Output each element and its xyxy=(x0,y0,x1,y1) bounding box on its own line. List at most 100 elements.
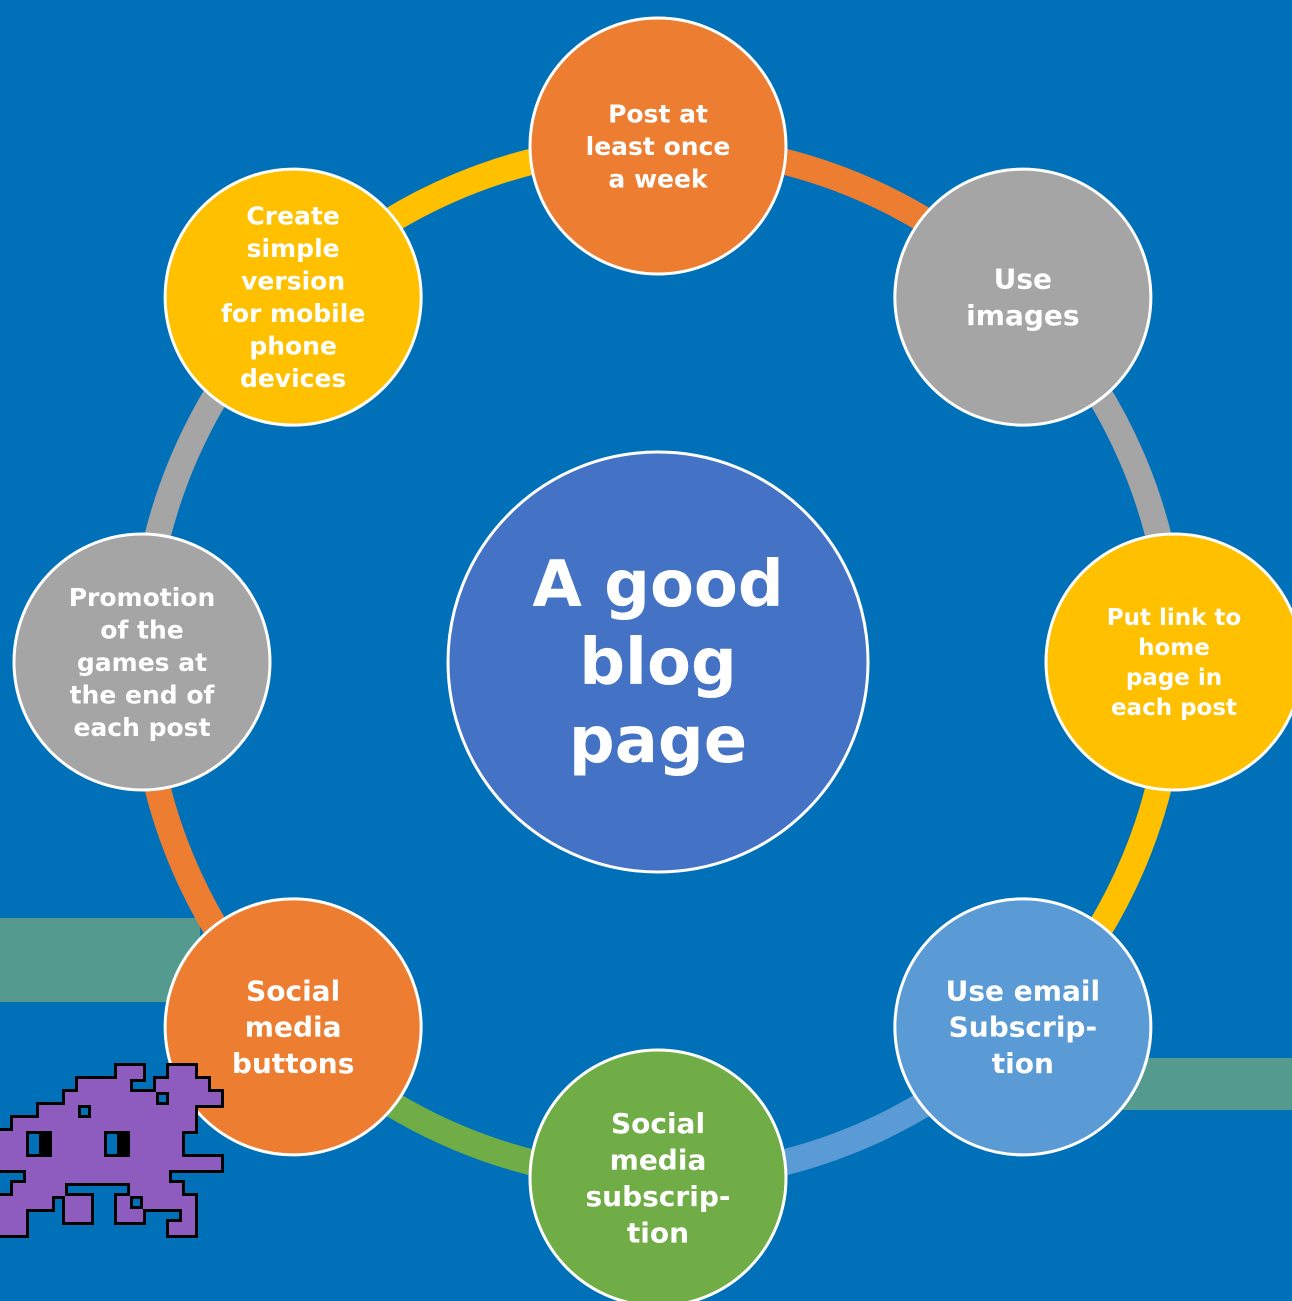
center-circle xyxy=(446,450,870,874)
alien-pixel xyxy=(143,1131,156,1144)
alien-eye xyxy=(117,1131,130,1157)
alien-pixel xyxy=(169,1118,182,1131)
alien-pixel xyxy=(104,1092,117,1105)
alien-pixel xyxy=(169,1131,182,1144)
alien-pixel xyxy=(156,1170,169,1183)
alien-pixel xyxy=(169,1092,182,1105)
alien-pixel xyxy=(143,1170,156,1183)
alien-pixel xyxy=(117,1209,130,1222)
alien-pixel xyxy=(130,1118,143,1131)
node-circle xyxy=(163,167,423,427)
alien-pixel xyxy=(52,1183,65,1196)
node-circle xyxy=(893,897,1153,1157)
alien-pixel xyxy=(182,1196,195,1209)
alien-pixel xyxy=(156,1105,169,1118)
alien-pixel xyxy=(39,1183,52,1196)
center-title-line: page xyxy=(569,704,747,778)
alien-pixel xyxy=(156,1079,169,1092)
alien-pixel xyxy=(117,1066,130,1079)
alien-pixel xyxy=(104,1079,117,1092)
alien-pixel xyxy=(182,1209,195,1222)
alien-pixel xyxy=(65,1196,78,1209)
node-label-line: subscrip- xyxy=(586,1180,731,1213)
alien-pixel xyxy=(130,1183,143,1196)
node-label-line: Social xyxy=(246,974,340,1007)
node-circle xyxy=(893,167,1153,427)
alien-pixel xyxy=(78,1131,91,1144)
alien-pixel xyxy=(78,1196,91,1209)
alien-pixel xyxy=(13,1144,26,1157)
alien-pixel xyxy=(143,1144,156,1157)
node-circle xyxy=(528,16,788,276)
alien-pixel xyxy=(91,1144,104,1157)
node-label-line: each post xyxy=(73,713,210,742)
alien-pixel xyxy=(52,1105,65,1118)
alien-pixel xyxy=(130,1209,143,1222)
node-label-line: media xyxy=(245,1011,342,1044)
alien-pixel xyxy=(26,1170,39,1183)
node-label-line: tion xyxy=(992,1047,1054,1080)
alien-pixel xyxy=(0,1157,13,1170)
alien-pixel xyxy=(65,1105,78,1118)
alien-pixel xyxy=(117,1170,130,1183)
alien-pixel xyxy=(156,1144,169,1157)
alien-pixel xyxy=(0,1222,13,1235)
alien-pixel xyxy=(182,1157,195,1170)
alien-pixel xyxy=(52,1157,65,1170)
alien-pixel xyxy=(117,1105,130,1118)
alien-pixel xyxy=(39,1170,52,1183)
alien-pixel xyxy=(195,1157,208,1170)
node-label-line: version xyxy=(241,267,345,296)
alien-pixel xyxy=(169,1222,182,1235)
alien-pixel xyxy=(13,1209,26,1222)
alien-pixel xyxy=(169,1066,182,1079)
alien-pixel xyxy=(13,1118,26,1131)
left-band xyxy=(0,918,200,1002)
alien-pixel xyxy=(39,1105,52,1118)
alien-pixel xyxy=(169,1105,182,1118)
node-label-line: devices xyxy=(240,364,346,393)
alien-pixel xyxy=(26,1196,39,1209)
alien-pixel xyxy=(104,1105,117,1118)
alien-pixel xyxy=(78,1170,91,1183)
alien-pixel xyxy=(156,1118,169,1131)
alien-pixel xyxy=(130,1170,143,1183)
center-title-line: blog xyxy=(579,626,737,700)
alien-pixel xyxy=(117,1196,130,1209)
alien-pixel xyxy=(169,1144,182,1157)
alien-pixel xyxy=(91,1118,104,1131)
alien-pixel xyxy=(26,1157,39,1170)
node-label-line: media xyxy=(610,1144,707,1177)
alien-pixel xyxy=(182,1092,195,1105)
alien-pixel xyxy=(143,1157,156,1170)
node-label-line: simple xyxy=(247,234,340,263)
node-label-line: page in xyxy=(1126,665,1222,691)
alien-pixel xyxy=(169,1183,182,1196)
node-label-line: Social xyxy=(611,1107,705,1140)
alien-pixel xyxy=(91,1079,104,1092)
alien-pixel xyxy=(0,1209,13,1222)
node-label-line: images xyxy=(966,299,1079,332)
node-label-line: Subscrip- xyxy=(949,1011,1097,1044)
node-label-line: for mobile xyxy=(221,299,365,328)
center-title-line: A good xyxy=(532,548,783,622)
alien-pixel xyxy=(65,1209,78,1222)
alien-pixel xyxy=(0,1144,13,1157)
alien-pixel xyxy=(195,1092,208,1105)
alien-pixel xyxy=(13,1196,26,1209)
alien-pixel xyxy=(52,1144,65,1157)
node-label-line: tion xyxy=(627,1216,689,1249)
alien-pixel xyxy=(208,1157,221,1170)
alien-pixel xyxy=(78,1079,91,1092)
alien-pixel xyxy=(65,1118,78,1131)
alien-pixel xyxy=(0,1131,13,1144)
alien-pixel xyxy=(26,1118,39,1131)
node-label-line: a week xyxy=(608,164,709,193)
alien-pixel xyxy=(52,1131,65,1144)
node-circle xyxy=(528,1048,788,1301)
node-circle xyxy=(163,897,423,1157)
